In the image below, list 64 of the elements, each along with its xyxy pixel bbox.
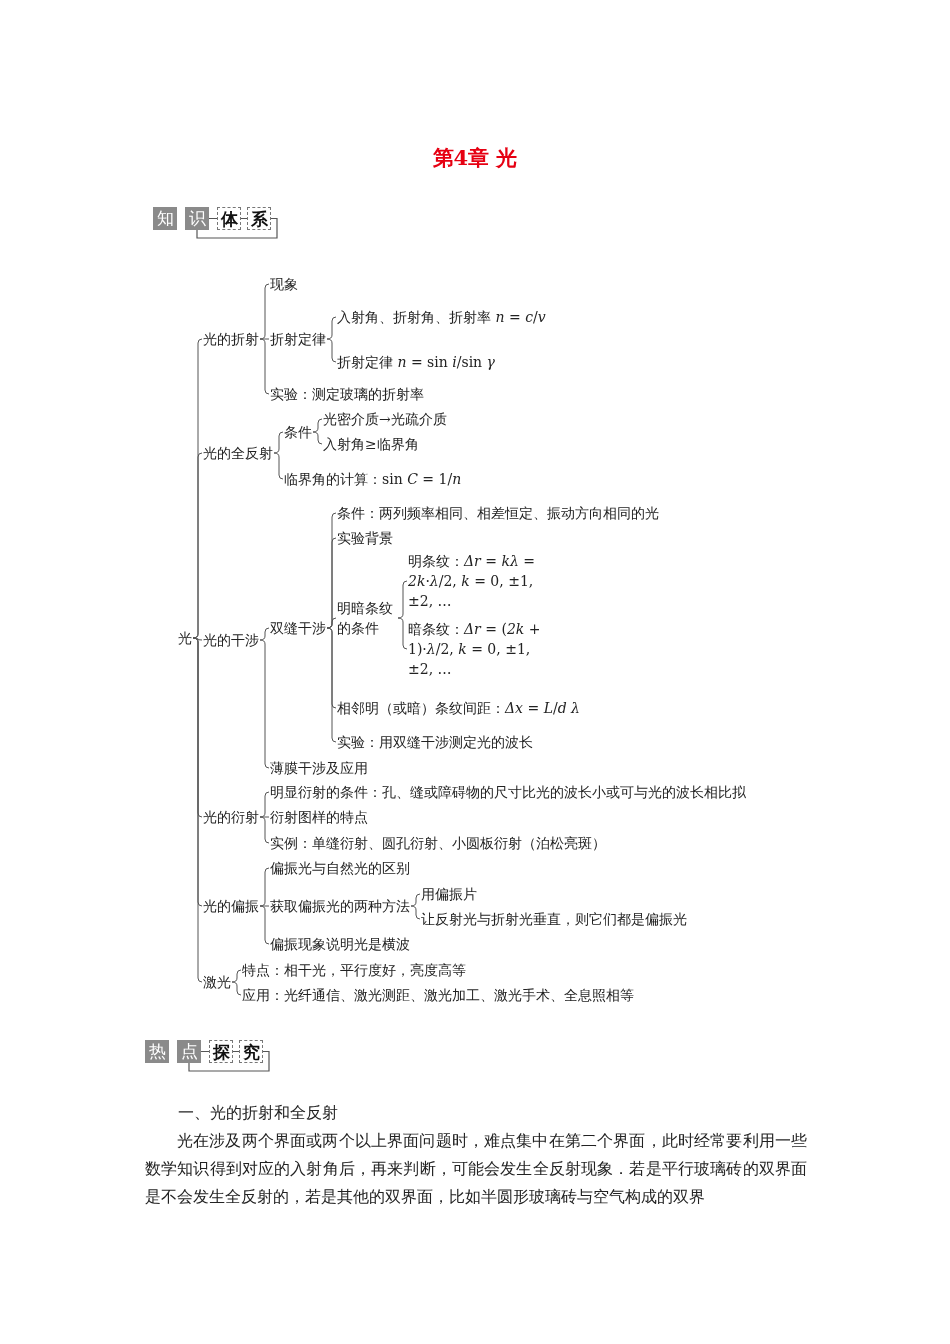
topic-text: 特点：相干光，平行度好，亮度高等 — [242, 960, 466, 980]
topic-text: 实验背景 — [337, 528, 393, 548]
topic-text: 实例：单缝衍射、圆孔衍射、小圆板衍射（泊松亮斑） — [270, 833, 606, 853]
topic-text: 明暗条纹的条件 — [337, 598, 397, 638]
section-heading: 知识体系 — [153, 207, 277, 230]
brace-line — [273, 452, 284, 480]
topic-text: 入射角、折射角、折射率 n = c/v — [337, 307, 546, 327]
topic-text: 薄膜干涉及应用 — [270, 758, 368, 778]
topic-text: 入射角≥临界角 — [323, 434, 419, 454]
brace-line — [192, 637, 203, 641]
root-topic: 光 — [178, 628, 192, 648]
topic-text: 现象 — [270, 274, 298, 294]
topic-text: 光的干涉 — [203, 630, 259, 650]
topic-text: 获取偏振光的两种方法 — [270, 896, 410, 916]
topic-text: 双缝干涉 — [270, 618, 326, 638]
topic-text: 临界角的计算：sin C = 1/n — [284, 469, 462, 489]
topic-text: 用偏振片 — [421, 884, 477, 904]
topic-text: 明显衍射的条件：孔、缝或障碍物的尺寸比光的波长小或可与光的波长相比拟 — [270, 782, 746, 802]
brace-line — [312, 418, 323, 433]
topic-text: 光的偏振 — [203, 896, 259, 916]
brace-line — [312, 431, 323, 445]
topic-text: 条件 — [284, 422, 312, 442]
brace-line — [259, 905, 270, 945]
topic-text: 条件：两列频率相同、相差恒定、振动方向相同的光 — [337, 503, 659, 523]
section-heading: 热点探究 — [145, 1040, 269, 1063]
brace-line — [273, 431, 284, 454]
brace-line — [231, 981, 242, 996]
body-paragraph: 光在涉及两个界面或两个以上界面问题时，难点集中在第二个界面，此时经常要利用一些数学知识得到对应的入射角后，再来判断，可能会发生全反射现象．若是平行玻璃砖的双界面是不会发生全反射的，若是其他的双界面，比如半圆形玻璃砖与空气构成的双界 — [145, 1130, 807, 1208]
brace-line — [259, 627, 270, 641]
topic-text: 光的衍射 — [203, 807, 259, 827]
brace-line — [410, 905, 421, 920]
topic-text: 折射定律 n = sin i/sin γ — [337, 352, 495, 372]
topic-text: 让反射光与折射光垂直，则它们都是偏振光 — [421, 909, 687, 929]
chapter-title: 第4章 光 — [432, 145, 518, 171]
topic-text: 应用：光纤通信、激光测距、激光加工、激光手术、全息照相等 — [242, 985, 634, 1005]
topic-text: 相邻明（或暗）条纹间距：Δx = L/d λ — [337, 698, 580, 718]
brace-line — [259, 816, 270, 818]
topic-text: 衍射图样的特点 — [270, 807, 368, 827]
topic-text: 偏振光与自然光的区别 — [270, 858, 410, 878]
topic-text: 折射定律 — [270, 329, 326, 349]
topic-text: 实验：用双缝干涉测定光的波长 — [337, 732, 533, 752]
topic-text: 光密介质→光疏介质 — [323, 409, 447, 429]
brace-line — [231, 969, 242, 983]
brace-line — [326, 338, 337, 363]
topic-text: 暗条纹：Δr = (2k + 1)·λ/2, k = 0, ±1, ±2, … — [408, 619, 558, 679]
brace-line — [326, 316, 337, 340]
brace-line — [397, 580, 408, 619]
topic-text: 光的折射 — [203, 329, 259, 349]
topic-text: 激光 — [203, 972, 231, 992]
subsection-heading: 一、光的折射和全反射 — [178, 1102, 338, 1124]
brace-line — [410, 893, 421, 907]
brace-line — [192, 637, 203, 983]
topic-text: 光的全反射 — [203, 443, 273, 463]
brace-line — [259, 338, 270, 340]
topic-text: 偏振现象说明光是横波 — [270, 934, 410, 954]
topic-text: 实验：测定玻璃的折射率 — [270, 384, 424, 404]
brace-line — [259, 816, 270, 844]
brace-line — [259, 338, 270, 395]
topic-text: 明条纹：Δr = kλ = 2k·λ/2, k = 0, ±1, ±2, … — [408, 551, 558, 611]
brace-line — [326, 627, 337, 743]
brace-line — [259, 905, 270, 907]
brace-line — [397, 617, 408, 650]
brace-line — [326, 617, 337, 629]
brace-line — [259, 639, 270, 769]
